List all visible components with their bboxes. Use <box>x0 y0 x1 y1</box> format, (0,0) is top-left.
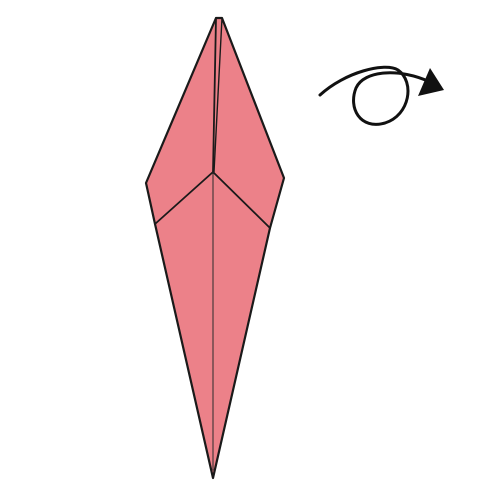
fold-line-left <box>154 171 214 225</box>
turn-over-icon <box>318 65 444 126</box>
center-ridge-right <box>213 17 223 173</box>
origami-model <box>144 16 286 480</box>
fold-line-right <box>212 171 271 229</box>
turn-over-arrowhead <box>418 68 444 96</box>
center-ridge-left <box>212 17 217 173</box>
model-outline <box>144 16 286 480</box>
turn-over-arrow-path <box>318 65 432 126</box>
